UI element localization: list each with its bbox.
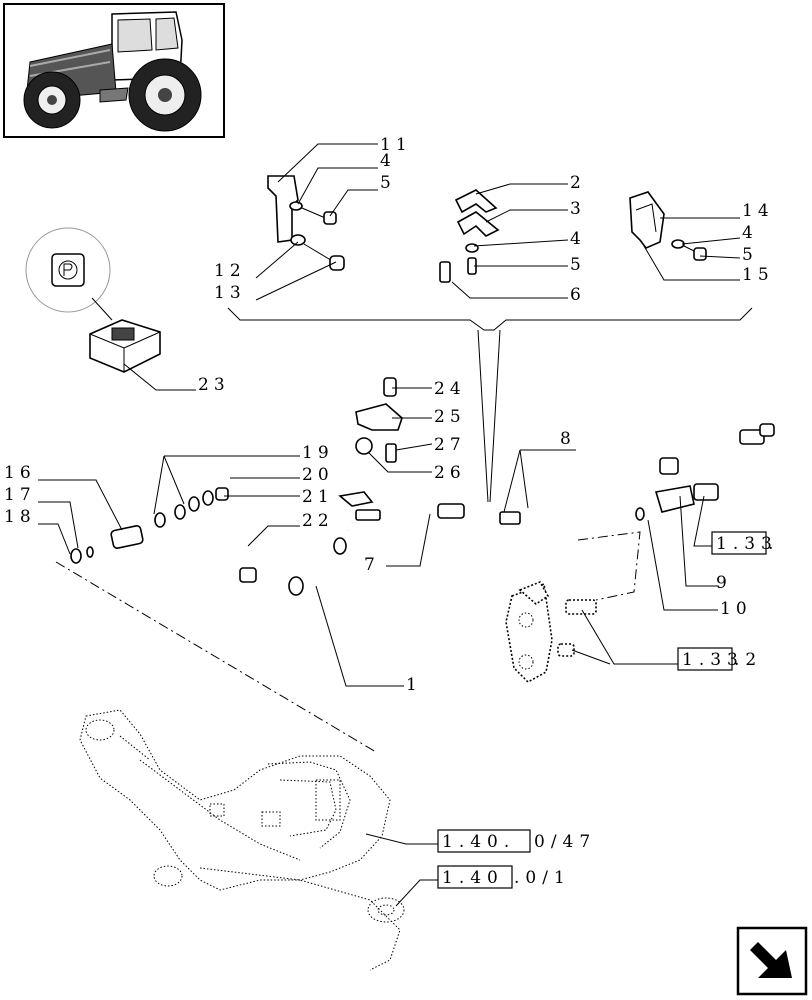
label-22: 22	[302, 511, 334, 531]
cap-part-24	[383, 377, 397, 397]
tee-fitting-part-9	[654, 485, 695, 513]
svg-text:1.33: 1.33	[682, 650, 744, 670]
screw-part-27	[385, 443, 397, 463]
screw-part-6	[439, 261, 451, 283]
washer-part-4	[289, 201, 303, 211]
nut-part-20	[215, 487, 229, 501]
tractor-thumbnail[interactable]	[3, 3, 225, 138]
svg-text:1.40.: 1.40.	[442, 832, 515, 852]
label-21: 21	[302, 487, 334, 507]
next-page-arrow-icon[interactable]	[736, 926, 808, 996]
grommet-part-26	[355, 437, 373, 455]
label-13: 13	[214, 283, 246, 303]
svg-text:1.40: 1.40	[442, 868, 504, 888]
label-25: 25	[434, 407, 466, 427]
svg-text:.: .	[768, 534, 779, 554]
bolt-part-5	[323, 211, 337, 225]
front-axle-outline	[79, 709, 405, 971]
cross-reference-1-33[interactable]: 1.33 .	[711, 531, 779, 555]
label-3: 3	[570, 199, 586, 219]
svg-text:.2: .2	[734, 650, 762, 670]
washer-part-4b	[465, 243, 479, 253]
right-bracket-group	[629, 191, 707, 261]
label-23: 23	[198, 375, 230, 395]
cross-reference-1-33-2[interactable]: 1.33 .2	[677, 647, 762, 671]
switch-detail	[25, 227, 161, 373]
label-18: 18	[4, 507, 36, 527]
label-17: 17	[4, 485, 36, 505]
label-10: 10	[720, 599, 752, 619]
label-19: 19	[302, 443, 334, 463]
label-1: 1	[406, 675, 422, 695]
label-5b: 5	[570, 255, 586, 275]
fitting-part-16	[110, 525, 144, 549]
label-4a: 4	[380, 151, 396, 171]
cross-reference-1-40-0-1[interactable]: 1.40 .0/1	[437, 865, 571, 889]
label-16: 16	[4, 463, 36, 483]
label-15: 15	[742, 265, 774, 285]
label-4b: 4	[570, 229, 586, 249]
hose-assembly	[70, 423, 775, 596]
clip-part-25	[355, 403, 403, 431]
bolt-part-5c	[693, 247, 707, 261]
label-26: 26	[434, 463, 466, 483]
label-5a: 5	[380, 173, 396, 193]
clamp-part-2	[454, 189, 498, 214]
clip-part-22	[239, 567, 257, 583]
label-2: 2	[570, 173, 586, 193]
upper-bracket-group	[267, 175, 345, 271]
washer-part-12	[290, 234, 306, 246]
label-9: 9	[716, 573, 732, 593]
svg-text:0/47: 0/47	[534, 832, 596, 852]
label-4c: 4	[742, 223, 758, 243]
label-11: 11	[380, 135, 412, 155]
svg-text:1.33: 1.33	[716, 534, 778, 554]
label-20: 20	[302, 465, 334, 485]
label-7: 7	[364, 555, 380, 575]
label-6: 6	[570, 285, 586, 305]
switch-part-23	[89, 319, 161, 373]
clamp-part-3	[456, 211, 500, 237]
label-14: 14	[742, 201, 774, 221]
bracket-part-14	[629, 191, 665, 249]
label-12: 12	[214, 261, 246, 281]
cross-reference-1-40-0-47[interactable]: 1.40. 0/47	[437, 829, 596, 853]
label-5c: 5	[742, 245, 758, 265]
valve-block	[505, 580, 597, 683]
label-24: 24	[434, 379, 466, 399]
label-8: 8	[560, 429, 576, 449]
label-27: 27	[434, 435, 466, 455]
bolt-part-13	[329, 255, 345, 271]
svg-text:.0/1: .0/1	[514, 868, 571, 888]
leader-lines	[38, 143, 741, 907]
part-labels: 11 4 5 12 13 2 3 4 5 6 14 4 5 15 23 24 2…	[4, 135, 774, 695]
clamp-group	[439, 189, 500, 283]
